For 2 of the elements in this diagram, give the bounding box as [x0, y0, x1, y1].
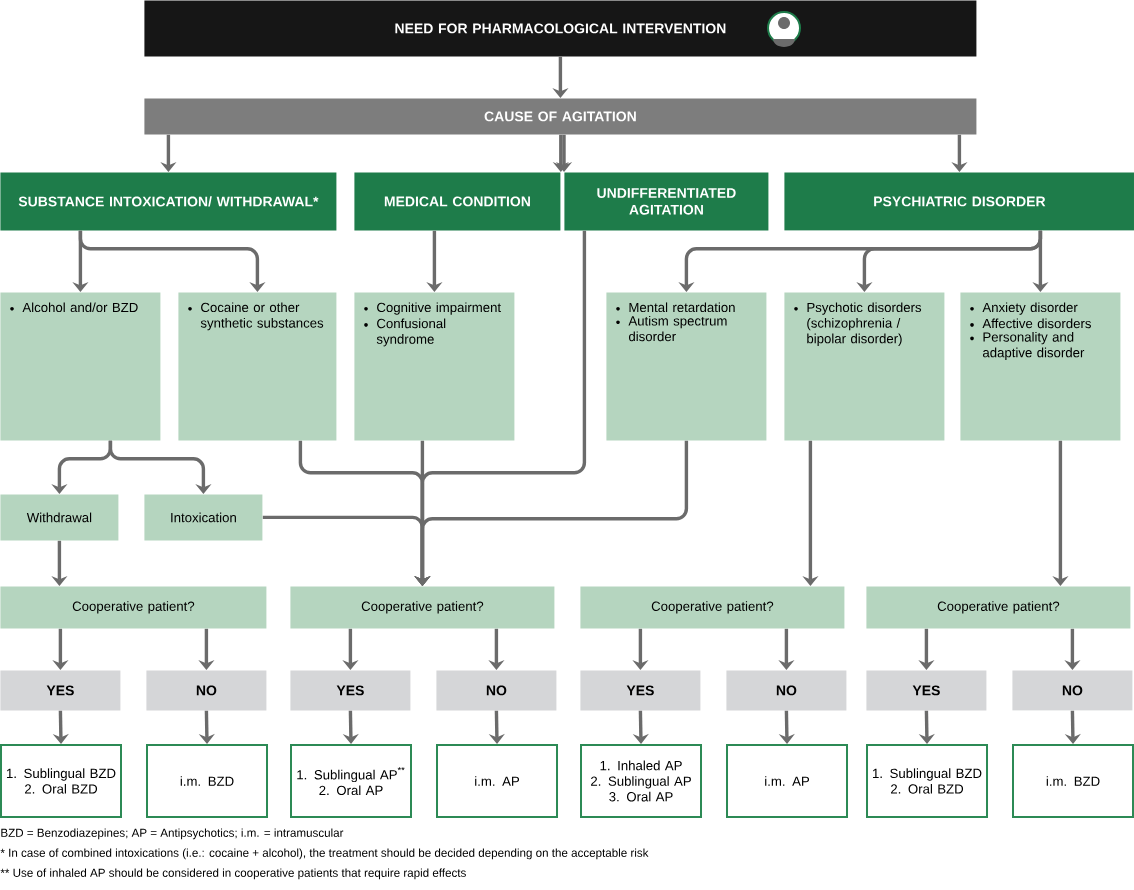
arrow — [78, 230, 266, 292]
arrow — [108, 440, 212, 494]
